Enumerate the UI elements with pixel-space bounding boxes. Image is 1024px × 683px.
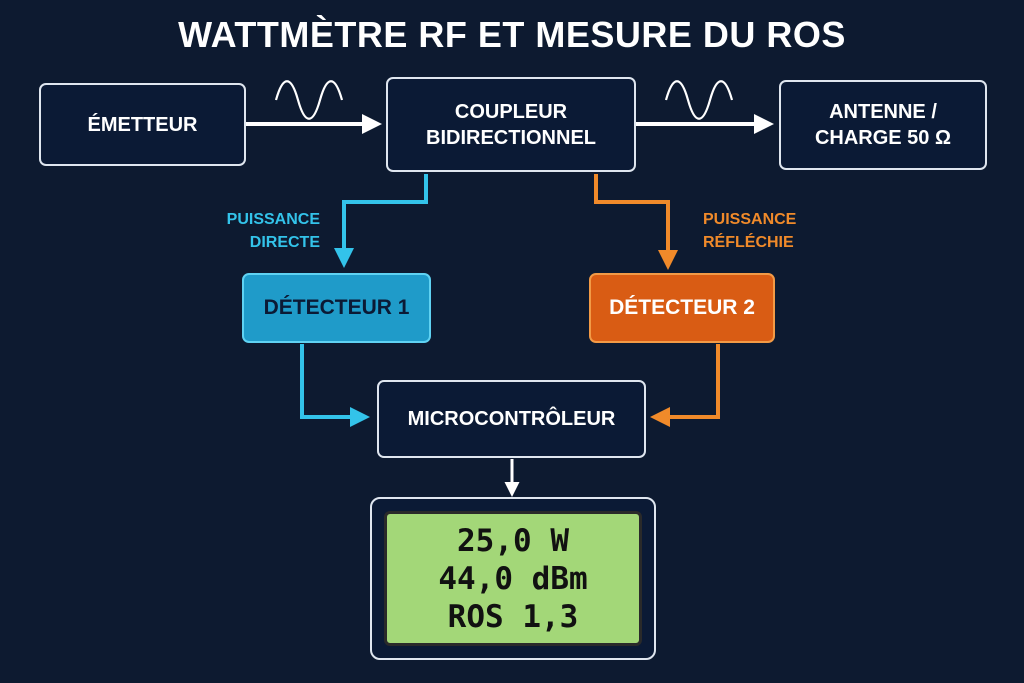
emetteur-block: ÉMETTEUR <box>39 83 246 166</box>
detecteur-1-block: DÉTECTEUR 1 <box>242 273 431 343</box>
arrow-icon <box>650 344 720 427</box>
microcontroleur-block: MICROCONTRÔLEUR <box>377 380 646 458</box>
power-dbm-readout: 44,0 dBm <box>438 560 588 597</box>
ros-readout: ROS 1,3 <box>447 598 579 635</box>
arrow-icon <box>300 344 370 427</box>
display-frame: 25,0 W 44,0 dBm ROS 1,3 <box>370 497 656 660</box>
puissance-directe-label: PUISSANCE DIRECTE <box>226 211 320 252</box>
antenne-block: ANTENNE / CHARGE 50 Ω <box>779 80 987 170</box>
puissance-reflechie-label: PUISSANCE RÉFLÉCHIE <box>703 211 797 252</box>
arrow-icon <box>594 174 678 270</box>
coupleur-block: COUPLEUR BIDIRECTIONNEL <box>386 77 636 172</box>
rf-wave-icon <box>664 80 734 120</box>
arrow-icon <box>334 174 428 268</box>
power-watts-readout: 25,0 W <box>457 522 569 559</box>
diagram-title: WATTMÈTRE RF ET MESURE DU ROS <box>178 14 846 55</box>
lcd-screen: 25,0 W 44,0 dBm ROS 1,3 <box>384 511 642 646</box>
detecteur-2-block: DÉTECTEUR 2 <box>589 273 775 343</box>
rf-wave-icon <box>274 80 344 120</box>
